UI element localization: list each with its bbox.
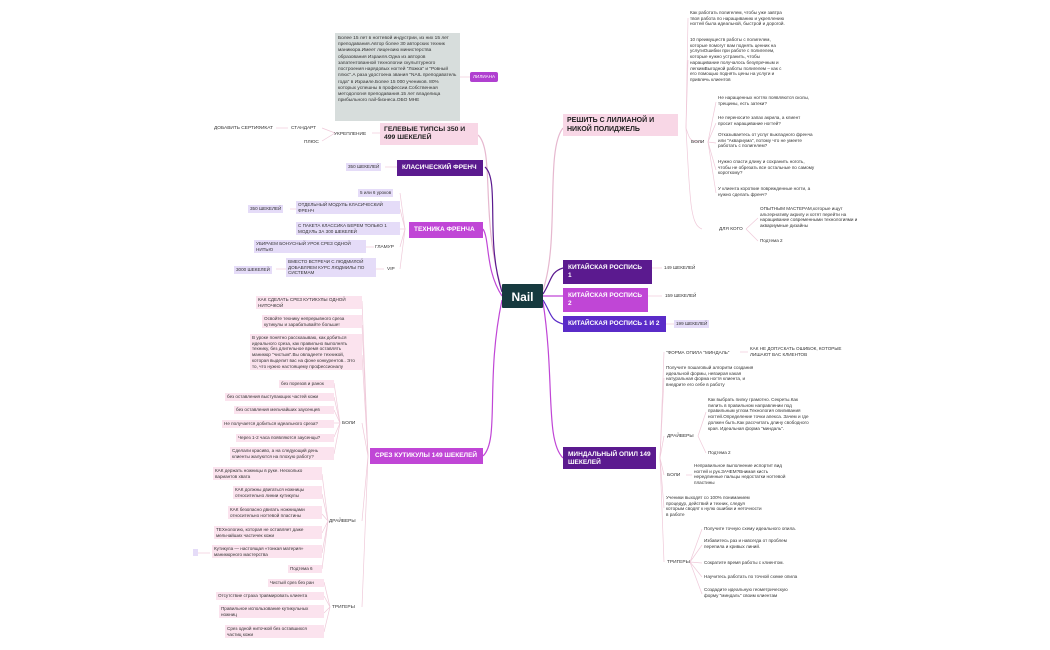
technique-vip-price[interactable]: 3000 ШЕКЕЛЕЙ bbox=[234, 266, 272, 274]
cuticle-pain-item[interactable]: Не получается добиться идеального среза? bbox=[222, 420, 334, 428]
technique-vip-item[interactable]: ВМЕСТО ВСТРЕЧИ С ЛЮДМИЛОЙ ДОБАВЛЯЕМ КУРС… bbox=[286, 258, 376, 278]
polygel-text-1[interactable]: Как работать полигелем, чтобы уже завтра… bbox=[690, 10, 785, 27]
technique-package[interactable]: С ПАКЕТА КЛАССИКА БЕРЕМ ТОЛЬКО 1 МОДУЛЬ … bbox=[296, 222, 400, 236]
chinese-painting-2-topic[interactable]: КИТАЙСКАЯ РОСПИСЬ 2 bbox=[563, 288, 648, 313]
almond-trigger-item[interactable]: Избавитесь раз и навсегда от проблем пер… bbox=[704, 538, 787, 549]
central-topic[interactable]: Nail bbox=[502, 284, 543, 308]
cuticle-drivers-label[interactable]: ДРАЙВЕРЫ bbox=[329, 519, 356, 524]
polygel-for-whom-label[interactable]: ДЛЯ КОГО bbox=[719, 227, 743, 232]
french-price[interactable]: 350 ШЕКЕЛЕЙ bbox=[346, 163, 382, 171]
technique-glamur-label[interactable]: ГЛАМУР bbox=[375, 245, 394, 250]
polygel-text-2[interactable]: 10 преимуществ работы с полигелем, котор… bbox=[690, 37, 782, 83]
chinese-painting-1-topic[interactable]: КИТАЙСКАЯ РОСПИСЬ 1 bbox=[563, 260, 652, 285]
almond-filing-topic[interactable]: МИНДАЛЬНЫЙ ОПИЛ 149 ШЕКЕЛЕЙ bbox=[563, 447, 656, 469]
almond-text-1[interactable]: Получите пошаговый алгоритм создания иде… bbox=[666, 365, 754, 388]
polygel-pain-item[interactable]: У клиента короткие поврежденные ногти, а… bbox=[718, 186, 811, 197]
cuticle-pain-item[interactable]: без оставления выступающих частей кожи bbox=[225, 393, 334, 401]
bio-note[interactable]: Более 15 лет в ногтевой индустрии, из ни… bbox=[335, 33, 460, 121]
cuticle-trigger-item[interactable]: Отсутствие страха травмировать клиента bbox=[216, 592, 324, 600]
cuticle-pain-item[interactable]: без оставления мельчайших заусенцев bbox=[234, 406, 334, 414]
polygel-boli-label[interactable]: БОЛИ bbox=[691, 140, 705, 145]
cuticle-pain-item[interactable]: Через 1-2 часа появляются заусенцы? bbox=[236, 434, 334, 442]
polygel-pain-item[interactable]: Отказываетесь от услуг выкладного френча… bbox=[718, 132, 813, 149]
technique-module[interactable]: ОТДЕЛЬНЫЙ МОДУЛЬ КЛАСИЧЕСКИЙ ФРЕНЧ bbox=[296, 201, 400, 215]
almond-trigger-item[interactable]: Создадите идеальную геометрическую форму… bbox=[704, 587, 788, 598]
almond-pain-text[interactable]: Неправильное выполнение испортит вид ног… bbox=[694, 463, 786, 486]
cuticle-driver-item[interactable]: КАК должны двигаться ножницы относительн… bbox=[233, 486, 322, 500]
technique-module-price[interactable]: 350 ШЕКЕЛЕЙ bbox=[248, 205, 284, 213]
chinese-2-price[interactable]: 159 ШЕКЕЛЕЙ bbox=[665, 293, 697, 298]
cuticle-driver-item[interactable]: ТЕХнологию, которая не оставляет даже ме… bbox=[214, 526, 322, 540]
almond-driver-item[interactable]: Подтема 2 bbox=[708, 450, 731, 455]
cuticle-intro-1[interactable]: КАК СДЕЛАТЬ СРЕЗ КУТИКУЛЫ ОДНОЙ НИТОЧКОЙ bbox=[256, 296, 362, 310]
technique-vip-label[interactable]: VIP bbox=[387, 267, 395, 272]
gel-plus-label[interactable]: ПЛЮС bbox=[304, 140, 319, 145]
cuticle-trigger-item[interactable]: Чистый срез без ран bbox=[268, 579, 324, 587]
gel-ukreplenie-label[interactable]: УКРЕПЛЕНИЕ bbox=[334, 132, 367, 137]
gel-standard-label[interactable]: СТАНДАРТ bbox=[291, 126, 317, 131]
cuticle-trigger-item[interactable]: Срез одной ниточкой без оставшихся части… bbox=[225, 625, 324, 639]
almond-form-sub[interactable]: КАК НЕ ДОПУСКАТЬ ОШИБОК, КОТОРЫЕ ЛИШАЮТ … bbox=[750, 346, 842, 357]
cuticle-driver-marker bbox=[193, 549, 198, 556]
french-technique-topic[interactable]: ТЕХНИКА ФРЕНЧА bbox=[409, 222, 483, 239]
polygel-pain-item[interactable]: Не переносите запах акрила, а клиент про… bbox=[718, 115, 801, 126]
cuticle-pain-item[interactable]: без порезов и ранок bbox=[279, 380, 334, 388]
gel-tips-topic[interactable]: ГЕЛЕВЫЕ ТИПСЫ 350 И 499 ШЕКЕЛЕЙ bbox=[380, 123, 478, 145]
polygel-pain-item[interactable]: Нужно спасти длину и сохранить ноготь, ч… bbox=[718, 159, 815, 176]
almond-driver-item[interactable]: Как выбрать пилку грамотно. Секреты.Как … bbox=[708, 397, 809, 431]
classic-french-topic[interactable]: КЛАСИЧЕСКИЙ ФРЕНЧ bbox=[397, 160, 483, 177]
polygel-for-whom-item[interactable]: Подтема 2 bbox=[760, 238, 783, 243]
cuticle-intro-2[interactable]: Освойте технику непрерывного среза кутик… bbox=[262, 315, 362, 329]
cuticle-intro-3[interactable]: В уроке понятно рассказываю, как добитьс… bbox=[250, 334, 362, 371]
cuticle-pain-item[interactable]: Сделали красиво, а на следующий день кли… bbox=[230, 447, 334, 461]
almond-trigger-item[interactable]: Научитесь работать по точной схеме опила bbox=[704, 574, 798, 579]
cuticle-cut-topic[interactable]: СРЕЗ КУТИКУЛЫ 149 ШЕКЕЛЕЙ bbox=[370, 448, 483, 465]
almond-triggers-label[interactable]: ТРИГЕРЫ bbox=[667, 560, 690, 565]
polygel-pain-item[interactable]: Не наращенных ногтях появляются сколы, т… bbox=[718, 95, 810, 106]
cuticle-driver-item[interactable]: Кутикула — настоящая «тонкая материя» ма… bbox=[212, 545, 322, 559]
chinese-1-2-price[interactable]: 199 ШЕКЕЛЕЙ bbox=[674, 320, 710, 328]
polygel-topic[interactable]: РЕШИТЬ С ЛИЛИАНОЙ И НИКОЙ ПОЛИДЖЕЛЬ bbox=[563, 114, 678, 136]
technique-glamur-item[interactable]: УБИРАЕМ БОНУСНЫЙ УРОК СРЕЗ ОДНОЙ НИТЬЮ bbox=[254, 240, 366, 254]
technique-lessons[interactable]: 5 или 6 уроков bbox=[358, 189, 394, 197]
almond-drivers-label[interactable]: ДРАЙВЕРЫ bbox=[667, 434, 694, 439]
cuticle-driver-item[interactable]: Подтема 6 bbox=[288, 565, 322, 573]
almond-trigger-item[interactable]: Получите точную схему идеального опила. bbox=[704, 526, 796, 531]
cuticle-driver-item[interactable]: КАК безопасно двигать ножницами относите… bbox=[228, 506, 322, 520]
cuticle-boli-label[interactable]: БОЛИ bbox=[342, 421, 356, 426]
cuticle-driver-item[interactable]: КАК держать ножницы в руке. Несколько ва… bbox=[213, 467, 322, 481]
liliana-badge[interactable]: ЛИЛИАНА bbox=[470, 72, 499, 82]
chinese-1-price[interactable]: 149 ШЕКЕЛЕЙ bbox=[664, 265, 696, 270]
almond-boli-label[interactable]: БОЛИ bbox=[667, 473, 681, 478]
polygel-for-whom-item[interactable]: ОПЫТНЫМ МАСТЕРАМ,которые ищут альтернати… bbox=[760, 206, 858, 229]
almond-trigger-item[interactable]: Сократите время работы с клиентом. bbox=[704, 560, 784, 565]
add-certificate-label[interactable]: ДОБАВИТЬ СЕРТИФИКАТ bbox=[214, 126, 273, 131]
chinese-painting-1-2-topic[interactable]: КИТАЙСКАЯ РОСПИСЬ 1 И 2 bbox=[563, 316, 666, 333]
almond-form-label[interactable]: "ФОРМА ОПИЛА "МИНДАЛЬ" bbox=[666, 350, 730, 355]
cuticle-trigger-item[interactable]: Правильное использование кутикульных нож… bbox=[219, 605, 324, 619]
cuticle-triggers-label[interactable]: ТРИГЕРЫ bbox=[332, 605, 355, 610]
almond-text-2[interactable]: Ученики выходят со 100% пониманием проце… bbox=[666, 495, 762, 518]
